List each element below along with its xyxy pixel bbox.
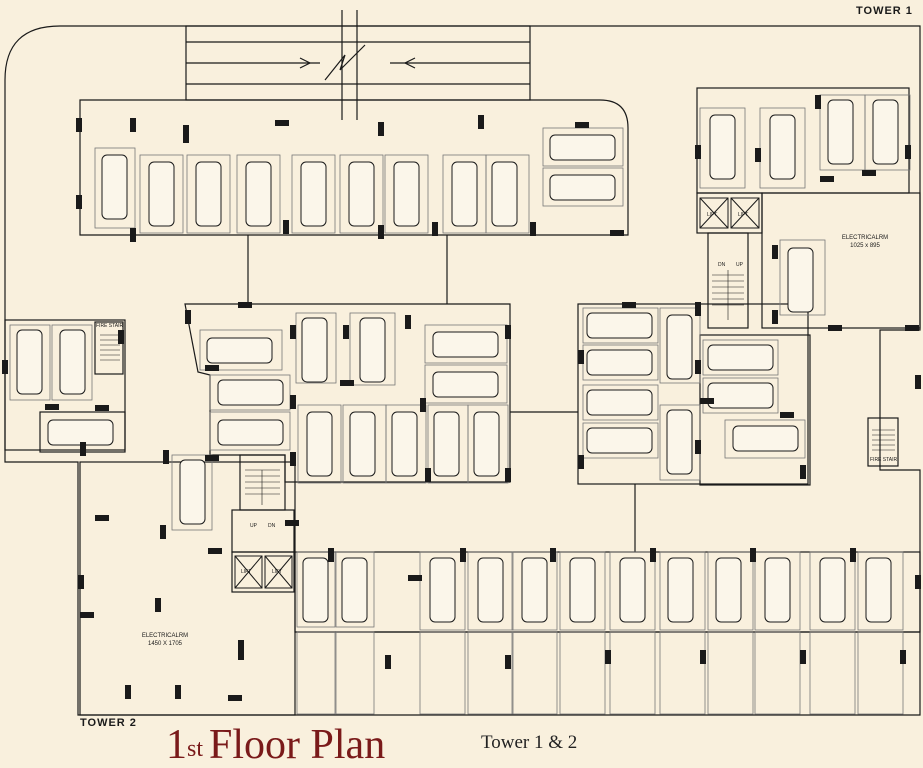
stair-up-label-right: UP bbox=[736, 262, 743, 268]
electrical-room-2: ELECTRICALRM 1450 X 1705 bbox=[125, 632, 205, 648]
stair-dn-label-left: DN bbox=[268, 523, 276, 529]
lift-label-1: LIFT bbox=[707, 212, 718, 218]
fire-stair-right-label: FIRE STAIR bbox=[870, 457, 898, 463]
electrical-room-1-name: ELECTRICALRM bbox=[841, 235, 889, 241]
electrical-room-1-size: 1025 x 895 bbox=[850, 243, 880, 249]
tower-1-label: TOWER 1 bbox=[856, 5, 913, 17]
lift-label-3: LIFT bbox=[241, 569, 252, 575]
lift-label-2: LIFT bbox=[738, 212, 749, 218]
lift-label-4: LIFT bbox=[272, 569, 283, 575]
plan-subtitle: Tower 1 & 2 bbox=[481, 732, 578, 753]
fire-stair-left-label: FIRE STAIR bbox=[96, 323, 124, 329]
tower-2-label: TOWER 2 bbox=[80, 717, 137, 729]
electrical-room-2-size: 1450 X 1705 bbox=[147, 641, 183, 647]
plan-title-ordinal-suffix: st bbox=[187, 736, 204, 762]
electrical-room-2-name: ELECTRICALRM bbox=[141, 633, 189, 639]
plan-title-ordinal: 1 bbox=[166, 722, 187, 768]
stair-up-label-left: UP bbox=[250, 523, 257, 529]
plan-title-text: Floor Plan bbox=[209, 722, 386, 768]
electrical-room-1: ELECTRICALRM 1025 x 895 bbox=[830, 234, 900, 250]
stair-dn-label-right: DN bbox=[718, 262, 726, 268]
